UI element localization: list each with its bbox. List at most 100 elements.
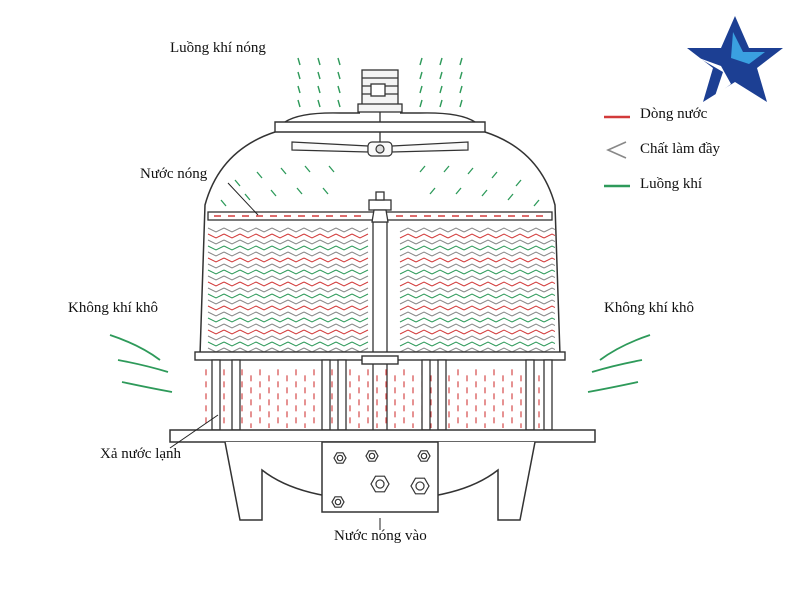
fill-chevron bbox=[495, 281, 513, 287]
air-streak bbox=[515, 179, 522, 187]
fill-chevron bbox=[335, 245, 353, 251]
fill-chevron bbox=[255, 233, 273, 239]
fill-chevron bbox=[431, 335, 449, 341]
fill-chevron bbox=[271, 275, 289, 281]
hot-air-label: Luồng khí nóng bbox=[170, 40, 266, 56]
fill-chevron bbox=[527, 251, 545, 257]
fill-chevron bbox=[447, 335, 465, 341]
fill-chevron bbox=[319, 245, 337, 251]
air-streak bbox=[337, 57, 341, 66]
fill-chevron bbox=[463, 341, 481, 347]
air-streak bbox=[297, 57, 301, 66]
air-streak bbox=[270, 189, 277, 197]
dry-air-right-label: Không khí khô bbox=[604, 300, 694, 316]
fill-chevron bbox=[463, 263, 481, 269]
fill-chevron bbox=[447, 269, 465, 275]
fill-chevron bbox=[431, 317, 449, 323]
basin bbox=[169, 429, 596, 521]
fill-chevron bbox=[415, 263, 433, 269]
fill-chevron bbox=[303, 335, 321, 341]
fill-chevron bbox=[239, 311, 257, 317]
fill-chevron bbox=[527, 245, 545, 251]
fill-chevron bbox=[303, 245, 321, 251]
fill-chevron bbox=[271, 329, 289, 335]
air-streak bbox=[304, 165, 311, 173]
air-streak bbox=[481, 189, 488, 197]
fill-chevron bbox=[351, 329, 369, 335]
air-streak bbox=[337, 99, 341, 108]
fill-chevron bbox=[319, 317, 337, 323]
fill-chevron bbox=[479, 347, 497, 352]
fill-chevron bbox=[399, 317, 417, 323]
fill-chevron bbox=[335, 347, 353, 352]
air-streak bbox=[459, 85, 463, 94]
cold-water-drain-label: Xả nước lạnh bbox=[100, 446, 182, 462]
fill-chevron bbox=[415, 329, 433, 335]
fill-chevron bbox=[543, 257, 555, 263]
pipe-connections bbox=[331, 450, 431, 508]
fill-chevron bbox=[543, 239, 555, 245]
fill-chevron bbox=[431, 293, 449, 299]
fill-chevron bbox=[415, 239, 433, 245]
fill-chevron bbox=[527, 275, 545, 281]
fill-chevron bbox=[463, 305, 481, 311]
fill-chevron bbox=[287, 329, 305, 335]
fill-chevron bbox=[463, 311, 481, 317]
fill-chevron bbox=[255, 269, 273, 275]
air-streak bbox=[296, 187, 303, 195]
fill-chevron bbox=[511, 275, 529, 281]
fill-chevron bbox=[399, 341, 417, 347]
air-streak bbox=[328, 165, 335, 173]
fill-chevron bbox=[223, 281, 241, 287]
fill-chevron bbox=[431, 245, 449, 251]
fill-chevron bbox=[207, 227, 225, 233]
fill-chevron bbox=[319, 257, 337, 263]
fill-chevron bbox=[543, 335, 555, 341]
fill-chevron bbox=[399, 251, 417, 257]
fill-chevron bbox=[351, 323, 369, 329]
fill-chevron bbox=[543, 269, 555, 275]
fill-chevron bbox=[463, 275, 481, 281]
fill-chevron bbox=[543, 299, 555, 305]
fill-chevron bbox=[207, 311, 225, 317]
air-streak bbox=[297, 99, 301, 108]
fill-chevron bbox=[527, 329, 545, 335]
fill-chevron bbox=[447, 347, 465, 352]
fill-chevron bbox=[447, 281, 465, 287]
fill-chevron bbox=[463, 251, 481, 257]
fill-chevron bbox=[543, 263, 555, 269]
fill-chevron bbox=[319, 329, 337, 335]
fill-chevron bbox=[415, 233, 433, 239]
fill-chevron bbox=[239, 263, 257, 269]
fill-chevron bbox=[479, 317, 497, 323]
fill-chevron bbox=[223, 323, 241, 329]
fill-chevron bbox=[511, 269, 529, 275]
fill-chevron bbox=[431, 329, 449, 335]
fill-chevron bbox=[319, 269, 337, 275]
fill-chevron bbox=[335, 269, 353, 275]
fill-chevron bbox=[351, 233, 369, 239]
fill-chevron bbox=[239, 341, 257, 347]
air-streak bbox=[467, 167, 474, 175]
fill-chevron bbox=[415, 335, 433, 341]
fill-chevron bbox=[255, 281, 273, 287]
fill-chevron bbox=[543, 323, 555, 329]
fill-chevron bbox=[351, 317, 369, 323]
fill-chevron bbox=[415, 257, 433, 263]
fill-chevron bbox=[495, 305, 513, 311]
fill-chevron bbox=[431, 227, 449, 233]
fill-chevron bbox=[399, 275, 417, 281]
fill-chevron bbox=[351, 257, 369, 263]
fill-chevron bbox=[399, 287, 417, 293]
fill-chevron bbox=[399, 269, 417, 275]
fill-chevron bbox=[223, 245, 241, 251]
fill-chevron bbox=[431, 341, 449, 347]
fill-chevron bbox=[287, 233, 305, 239]
fill-chevron bbox=[447, 305, 465, 311]
fill-chevron bbox=[463, 323, 481, 329]
fill-chevron bbox=[447, 275, 465, 281]
fill-chevron bbox=[303, 227, 321, 233]
fill-chevron bbox=[351, 335, 369, 341]
fill-chevron bbox=[399, 305, 417, 311]
